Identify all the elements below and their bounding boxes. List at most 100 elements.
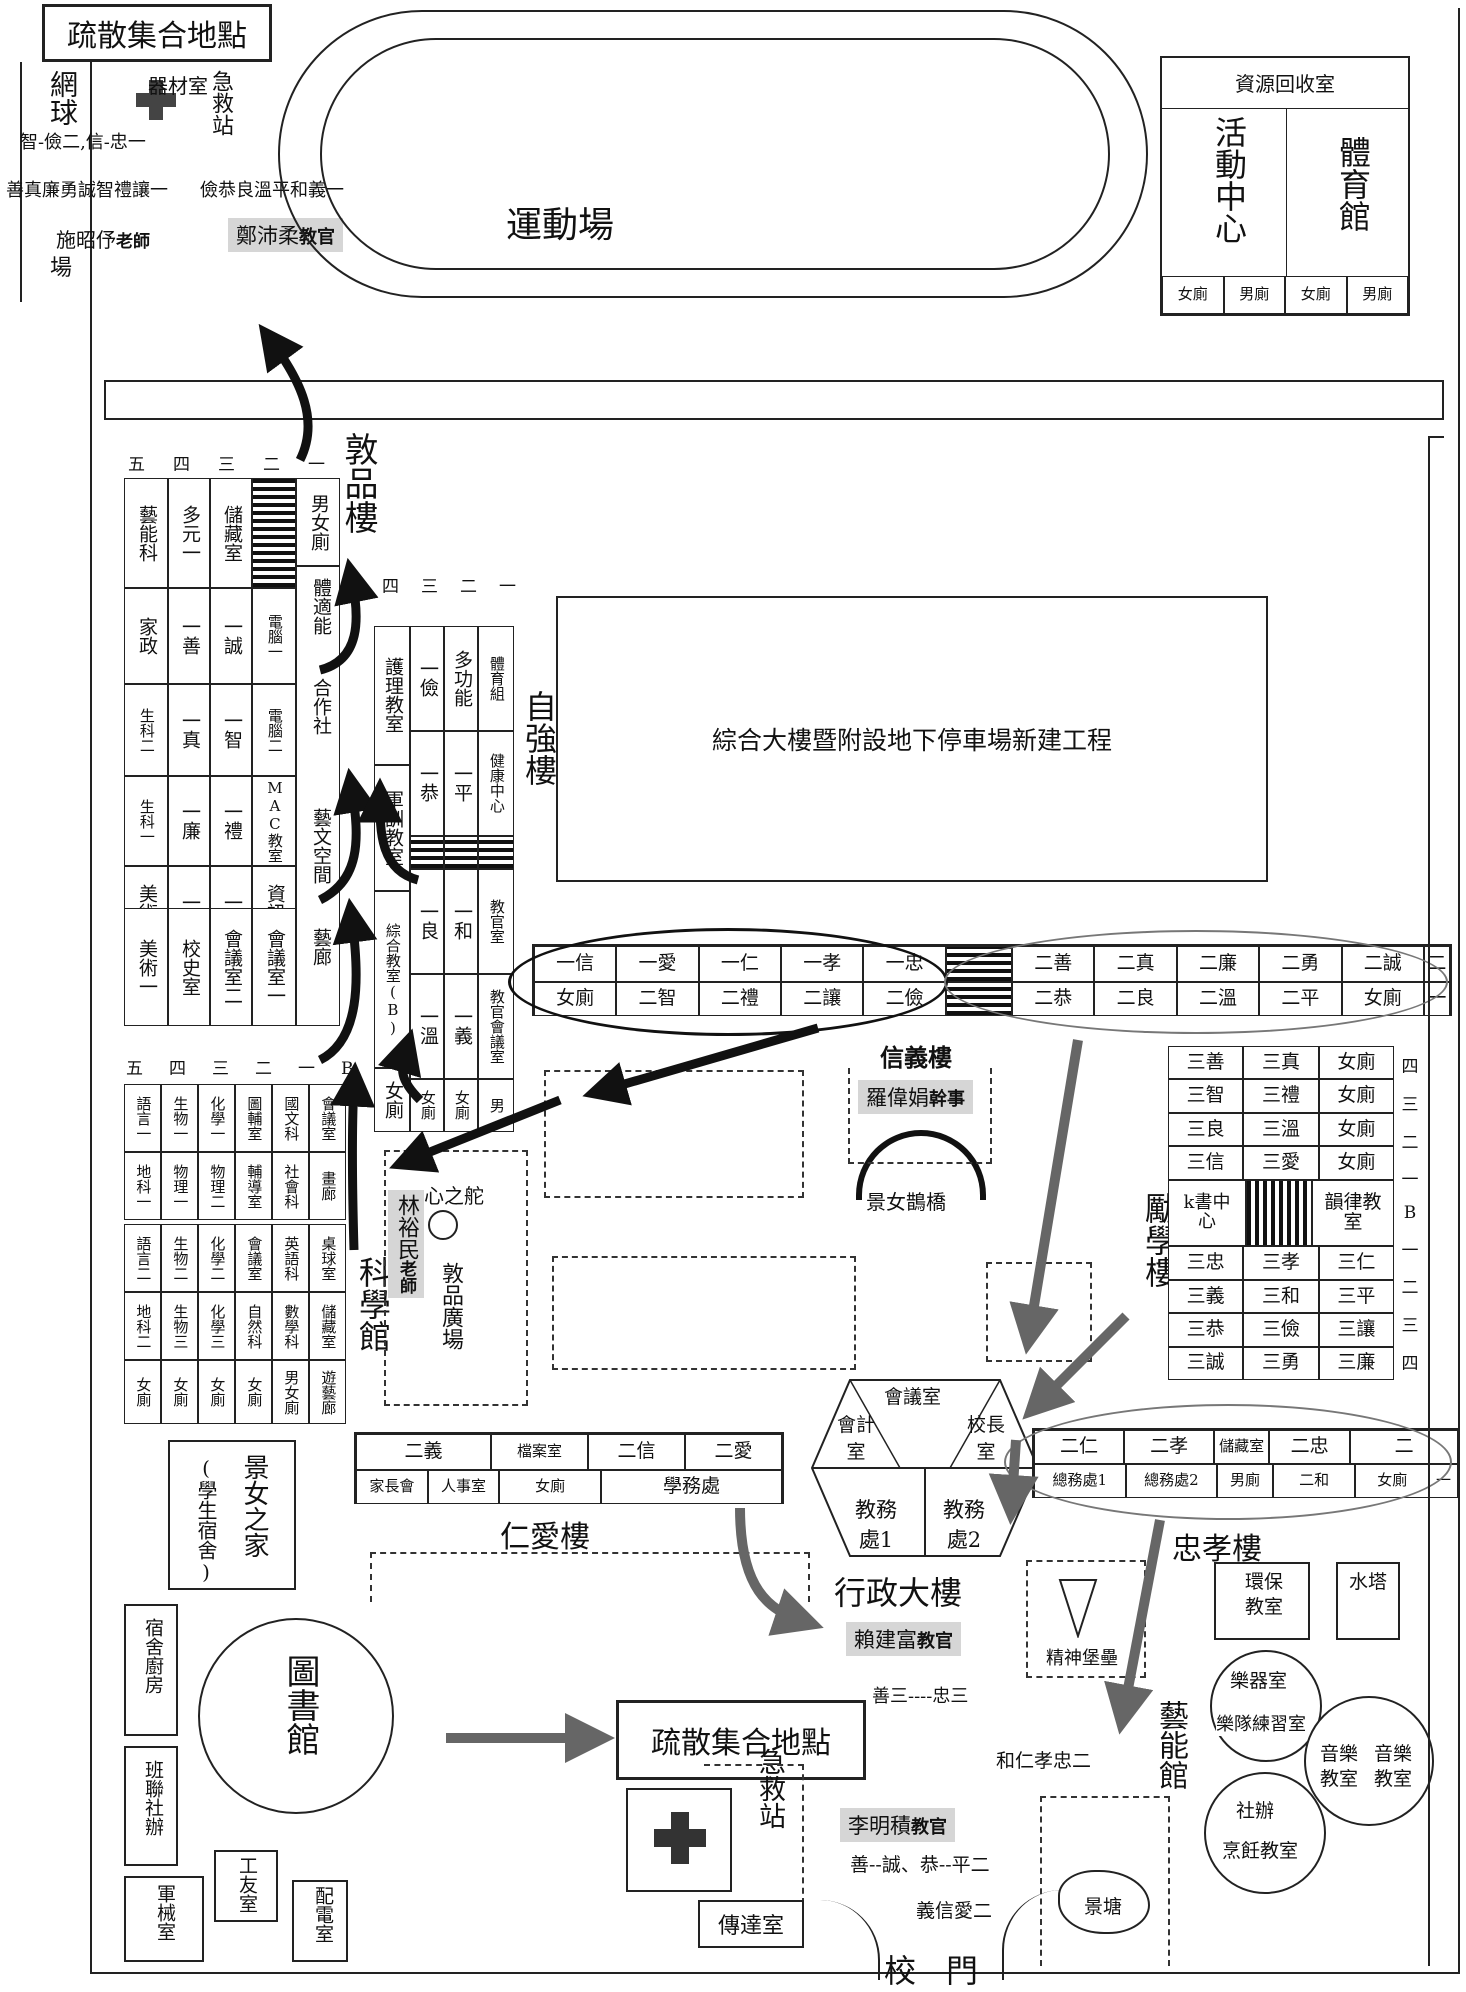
room-cell: 三智: [1168, 1079, 1244, 1113]
bridge-label: 景女鵲橋: [866, 1190, 946, 1214]
route-arrow: [258, 323, 313, 463]
room-cell: 學務處: [600, 1470, 783, 1504]
fortress-label: 精神堡壘: [1046, 1648, 1118, 1669]
room-cell: 體育組: [478, 626, 514, 731]
plaza-teacher-label: 林裕民老師: [388, 1190, 424, 1298]
route-arrow: [988, 1439, 1039, 1525]
room-cell: 會議室二: [210, 908, 252, 1026]
room-cell: 三勇: [1243, 1346, 1319, 1381]
room-cell: 多功能: [444, 626, 478, 731]
construction-site: 綜合大樓暨附設地下停車場新建工程: [556, 596, 1268, 882]
field-label: 場: [50, 256, 73, 281]
gate-road-right: [1002, 1890, 1062, 1980]
gate-teacher-label: 李明積教官: [840, 1808, 955, 1842]
room-cell: 多元一: [168, 478, 210, 588]
teacher-name-2: 鄭沛柔: [236, 224, 299, 248]
room-cell: 女廁: [1318, 1112, 1394, 1147]
recycle-room-label: 資源回收室: [1235, 72, 1335, 96]
room-cell: 教官室: [478, 868, 514, 974]
room-cell: 數學科: [272, 1292, 309, 1360]
science-row-5: 女廁 女廁 女廁 女廁 男女廁 遊藝廊: [124, 1360, 346, 1424]
room-cell: 一義: [444, 973, 478, 1079]
science-row-3: 語言二 生物二 化學二 會議室 英語科 桌球室: [124, 1224, 346, 1292]
evacuation-point-bottom: 疏散集合地點: [616, 1700, 866, 1780]
room-cell: 女廁: [410, 1078, 444, 1133]
room-cell: 生物一: [161, 1084, 198, 1152]
power-room: 配電室: [292, 1880, 348, 1962]
room-cell: 女廁: [124, 1360, 161, 1424]
equipment-room-label: 器材室: [148, 74, 208, 98]
plaza-name: 敦品廣場: [438, 1262, 463, 1350]
first-aid-station-top: 急救站: [208, 70, 233, 136]
gate-assembly-note-3: 和仁孝忠二: [996, 1750, 1092, 1772]
room-cell: 三禮: [1243, 1079, 1319, 1113]
heart-rudder-circle: [428, 1210, 458, 1240]
admin-accounting: 會計室: [836, 1414, 875, 1463]
plaza-teacher-role: 老師: [396, 1260, 416, 1294]
club-office-label: 班聯社辦: [142, 1760, 164, 1836]
room-cell: 生物二: [161, 1224, 198, 1292]
gate-assembly-note-2: 義信愛二: [916, 1900, 993, 1922]
water-tower: 水塔: [1336, 1562, 1400, 1640]
recycle-building: 資源回收室 活動中心 體育館 女廁 男廁 女廁 男廁: [1160, 56, 1410, 316]
music-circle-1: [1210, 1650, 1322, 1762]
route-arrow: [582, 1023, 820, 1106]
room-cell: 教官會議室: [478, 973, 514, 1079]
first-aid-cross-icon: [654, 1812, 706, 1864]
admin-meeting-room: 會議室: [884, 1386, 942, 1408]
track-road: [104, 380, 1444, 420]
activity-center-label: 活動中心: [1210, 116, 1248, 244]
room-cell: 女廁: [235, 1360, 272, 1424]
gate-teacher-name: 李明積: [848, 1814, 911, 1838]
lixue-rows: 三善三真女廁 三智三禮女廁 三良三溫女廁 三信三愛女廁 k書中心韻律教室 三忠三…: [1168, 1046, 1394, 1381]
room-cell: 桌球室: [309, 1224, 346, 1292]
admin-affairs-2: 教務處2: [943, 1498, 985, 1552]
room-cell: 女廁: [1318, 1046, 1394, 1080]
room-cell: 電腦二: [252, 684, 296, 776]
gate-area: [704, 1764, 804, 1904]
room-cell: 物理二: [198, 1152, 235, 1220]
room-cell: 化學一: [198, 1084, 235, 1152]
dorm-name: 景女之家: [239, 1454, 269, 1558]
room-cell: 三忠: [1168, 1246, 1244, 1280]
room-cell: 健康中心: [478, 730, 514, 836]
gate-teacher-role: 教官: [911, 1817, 947, 1838]
room-cell: 一誠: [210, 588, 252, 684]
room-cell: 三和: [1243, 1279, 1319, 1314]
xinyi-staff-label: 羅偉娟幹事: [858, 1080, 973, 1114]
first-aid-cross-icon: [136, 80, 176, 120]
room-cell: 一平: [444, 730, 478, 836]
room-cell: 三仁: [1318, 1246, 1394, 1280]
ziqiang-col-2: 一儉 一恭 一良 一溫 女廁: [410, 626, 444, 1133]
room-cell: 英語科: [272, 1224, 309, 1292]
room-cell: 語言一: [124, 1084, 161, 1152]
side-label: 藝文空間: [310, 808, 332, 884]
tennis-court-label: 網球: [46, 70, 79, 126]
toilet-cell: 男廁: [1346, 276, 1408, 314]
xinyi-staff-name: 羅偉娟: [866, 1086, 929, 1110]
room-cell: 家長會: [356, 1470, 428, 1504]
route-arrow: [357, 777, 420, 885]
route-arrow: [317, 767, 378, 905]
pond-shape: [1058, 1870, 1150, 1934]
club-office: 班聯社辦: [124, 1746, 178, 1866]
room-cell: 韻律教室: [1312, 1179, 1394, 1247]
renai-building: 二義 檔案室 二信 二愛 家長會 人事室 女廁 學務處: [354, 1432, 784, 1504]
room-cell: 一恭: [410, 730, 444, 836]
env-classroom-label: 環保教室: [1244, 1571, 1283, 1618]
room-cell: 一良: [410, 868, 444, 974]
stairwell: [478, 835, 514, 869]
side-label: 體適能: [310, 578, 332, 635]
room-cell: 三義: [1168, 1279, 1244, 1314]
room-cell: 三恭: [1168, 1313, 1244, 1347]
comm-room: 傳達室: [698, 1900, 804, 1948]
band-room-label: 樂隊練習室: [1216, 1710, 1306, 1736]
admin-assembly-note: 善三----忠三: [872, 1686, 969, 1707]
teacher-label-1: 施昭伃老師: [56, 224, 150, 253]
room-cell: 遊藝廊: [309, 1360, 346, 1424]
room-cell: 生科二: [124, 684, 168, 776]
room-cell: 女廁: [499, 1470, 601, 1504]
armory: 軍械室: [124, 1876, 204, 1962]
stairwell: [252, 478, 296, 588]
stairwell: [410, 835, 444, 869]
